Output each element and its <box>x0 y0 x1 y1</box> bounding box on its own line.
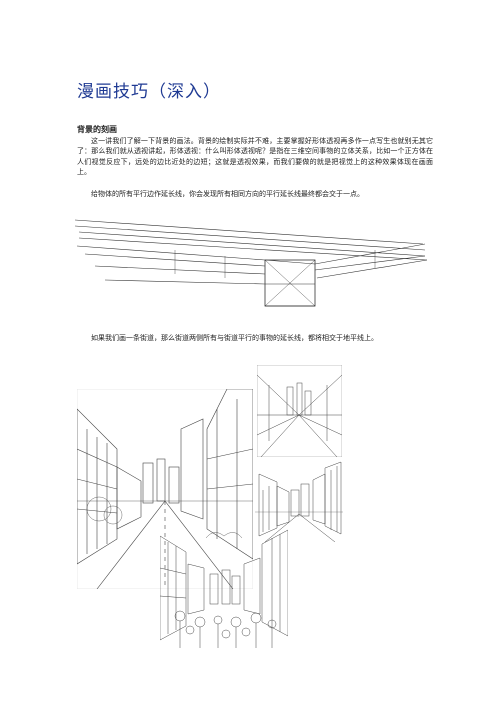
perspective-box-sketch <box>75 212 435 322</box>
street-sketch-large <box>77 389 253 589</box>
paragraph-street: 如果我们画一条街道，那么街道两侧所有与街道平行的事物的延长线，都将相交于地平线上… <box>91 334 378 342</box>
paragraph-parallel-lines: 给物体的所有平行边作延长线，你会发现所有相同方向的平行延长线最终都会交于一点。 <box>91 190 364 198</box>
section-heading: 背景的刻画 <box>77 124 117 134</box>
street-sketch-buildings <box>255 460 343 542</box>
street-sketch-crowd <box>160 524 288 648</box>
paragraph-intro: 这一讲我们了解一下背景的画法。背景的绘制实际并不难，主要掌握好形体透视再多作一点… <box>77 137 433 177</box>
page-title: 漫画技巧（深入） <box>77 82 221 102</box>
street-sketch-one-point <box>257 365 342 457</box>
